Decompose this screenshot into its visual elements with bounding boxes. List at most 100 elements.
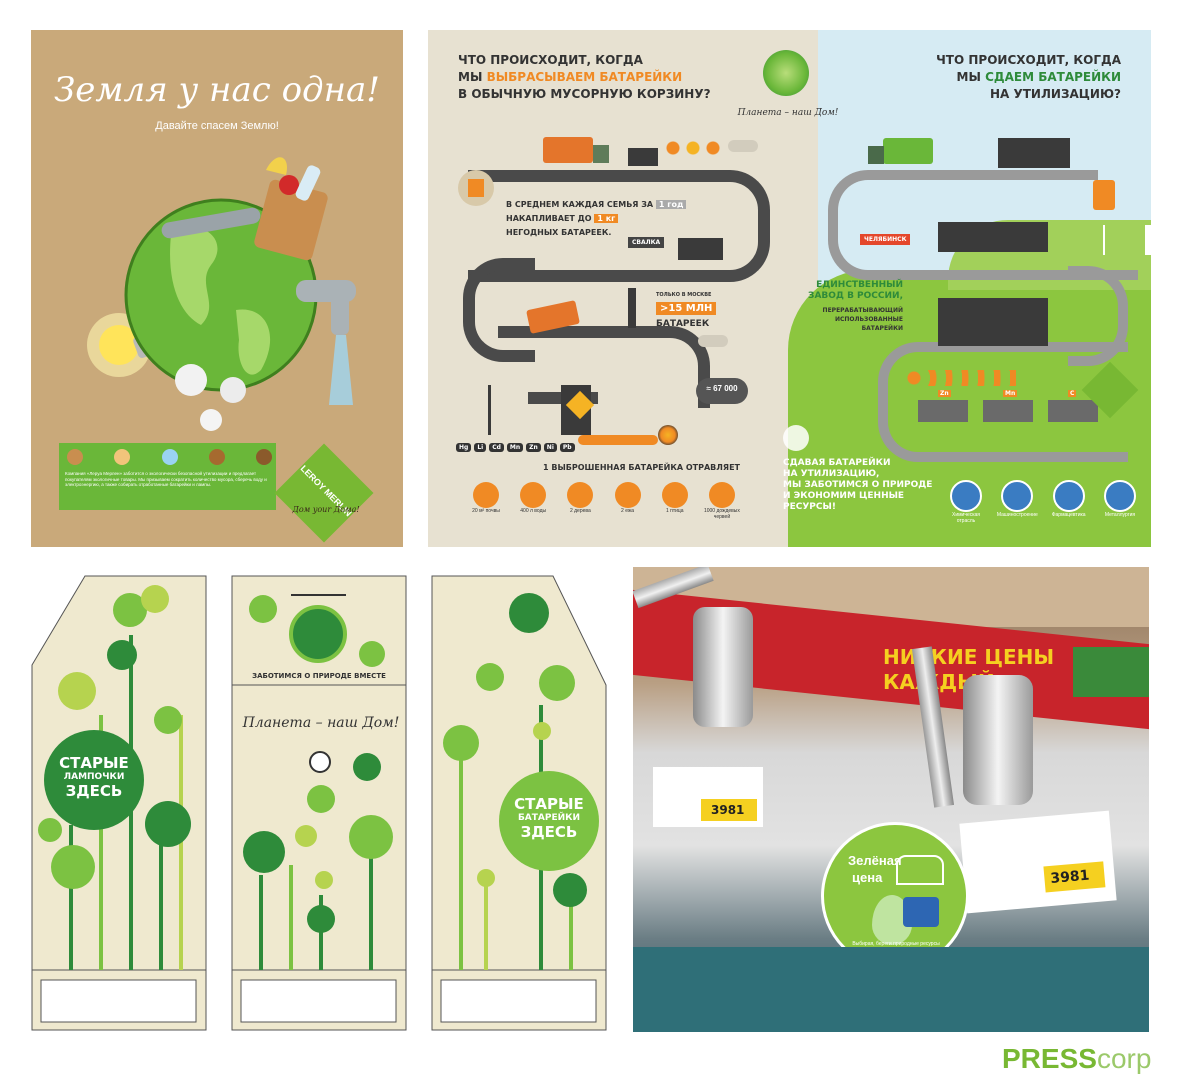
bird-icon (661, 482, 688, 508)
footer-text: Компания «Леруа Мерлен» заботится о экол… (65, 471, 267, 487)
bulbs-line2: ЛАМПОЧКИ (63, 772, 125, 782)
harm-label: 400 л воды (520, 508, 547, 514)
left-title-line1: ЧТО ПРОИСХОДИТ, КОГДА (458, 53, 643, 67)
middle-caption: ЗАБОТИМСЯ О ПРИРОДЕ ВМЕСТЕ (252, 672, 386, 680)
benefit-item: Машиностроение (994, 480, 1040, 524)
batteries-line2: БАТАРЕЙКИ (517, 813, 581, 823)
moscow-label: ТОЛЬКО В МОСКВЕ (656, 292, 712, 298)
globe-icon (307, 905, 335, 933)
presscorp-watermark: PRESScorp (1002, 1043, 1151, 1075)
trees-icon (539, 665, 575, 701)
road-right-2 (828, 230, 1138, 280)
element-chip: Li (474, 443, 487, 452)
faucet-right (963, 675, 1033, 805)
face-icon (114, 449, 131, 465)
recycle-truck (883, 138, 933, 164)
recycle-icon (51, 845, 95, 889)
water-drop-icon (520, 482, 547, 508)
battery-bin-icon (1093, 180, 1115, 210)
million-badge: >15 МЛН (656, 302, 717, 315)
bird-icon (256, 449, 272, 465)
tree-icon (107, 640, 137, 670)
wind-turbines (1103, 225, 1145, 255)
recycle-icon (783, 425, 809, 451)
cfl-bulb-icon (289, 605, 347, 663)
left-title-line3: В ОБЫЧНУЮ МУСОРНУЮ КОРЗИНУ? (458, 87, 711, 101)
cloud (698, 335, 728, 347)
price-left-value: 3981 (711, 803, 745, 817)
cloud (728, 140, 758, 152)
recycling-factory (938, 298, 1048, 346)
harm-label: 2 дерева (569, 508, 591, 514)
batteries-box: СТАРЫЕ БАТАРЕЙКИ ЗДЕСЬ (431, 575, 607, 1031)
truck-mn: Mn (983, 390, 1033, 422)
bicycle-icon (476, 663, 504, 691)
truck-zn: Zn (918, 390, 968, 422)
globe-icon (154, 706, 182, 734)
smile-icon (141, 585, 169, 613)
battery-icon (443, 725, 479, 761)
price-right-value: 3981 (1049, 867, 1091, 887)
poisons-caption: 1 ВЫБРОШЕННАЯ БАТАРЕЙКА ОТРАВЛЯЕТ (543, 463, 740, 472)
footer-icons-row (67, 449, 272, 467)
globe-icon (553, 873, 587, 907)
dead-trees (488, 385, 561, 435)
globe-icon (38, 818, 62, 842)
watermark-bold: PRESS (1002, 1043, 1097, 1074)
harm-item: 2 дерева (558, 482, 602, 520)
battery-infographic: ЧТО ПРОИСХОДИТ, КОГДА МЫ ВЫБРАСЫВАЕМ БАТ… (428, 30, 1151, 547)
garbage-truck-cab (593, 145, 609, 163)
smoke-cloud: ≈ 67 000 (696, 378, 748, 404)
price-tag (701, 799, 757, 821)
banner-line1: НИЗКИЕ ЦЕНЫ (883, 645, 1055, 669)
bulbs-line1: СТАРЫЕ (59, 754, 129, 772)
recycle-icon (359, 641, 385, 667)
element-chip: Mn (506, 443, 524, 452)
harm-label: 1 птица (665, 508, 684, 514)
element-list: Hg Li Cd Mn Zn Ni Pb (456, 443, 575, 452)
harm-item: 1000 дождевых червей (700, 482, 744, 520)
sun-icon (315, 871, 333, 889)
green-price-tag: Зелёная цена Выбирая, береги природные р… (821, 822, 969, 970)
element-chip: Ni (543, 443, 557, 452)
recycle-icon (243, 831, 285, 873)
earth-poster: Земля у нас одна! Давайте спасем Землю! (31, 30, 403, 547)
boxes-bottom (633, 947, 1149, 1032)
factory-title: ЕДИНСТВЕННЫЙ ЗАВОД В РОССИИ, (808, 280, 903, 301)
sun-icon (477, 869, 495, 887)
tag-line2: цена (852, 870, 883, 885)
tag-line1: Зелёная (848, 853, 902, 868)
hose-connector (903, 897, 939, 927)
harm-item: 400 л воды (511, 482, 555, 520)
water-icon (161, 449, 178, 465)
batteries-sign: СТАРЫЕ БАТАРЕЙКИ ЗДЕСЬ (499, 771, 599, 871)
hedgehog-icon (614, 482, 641, 508)
factory-chimney (628, 288, 636, 328)
earth-illustration (87, 157, 356, 431)
trash-bin-icon (458, 170, 494, 206)
truck-c: C (1048, 390, 1098, 422)
price-label-right: 3981 (959, 810, 1117, 914)
fires-count: ≈ 67 000 (706, 384, 738, 393)
brand-slogan: Дом your Дома! (292, 505, 360, 514)
family-text: В СРЕДНЕМ КАЖДАЯ СЕМЬЯ ЗА 1 год НАКАПЛИВ… (506, 198, 726, 240)
middle-logo: Планета – наш Дом! (242, 715, 400, 731)
pills-icon (1052, 480, 1085, 512)
element-chip: Hg (456, 443, 472, 452)
leroy-merlin-logo: LEROY MERLIN (274, 443, 374, 543)
right-title-line2: МЫ СДАЕМ БАТАРЕЙКИ (956, 70, 1121, 84)
benefit-item: Фармацевтика (1046, 480, 1092, 524)
recycle-message: СДАВАЯ БАТАРЕЙКИ НА УТИЛИЗАЦИЮ, МЫ ЗАБОТ… (783, 458, 933, 512)
planet-logo-text: Планета – наш Дом! (737, 108, 839, 118)
harm-row: 20 м² почвы 400 л воды 2 дерева 2 ежа 1 … (464, 482, 744, 520)
dump-label: СВАЛКА (628, 237, 665, 248)
bulbs-line3: ЗДЕСЬ (65, 782, 123, 800)
store-shelf-photo: НИЗКИЕ ЦЕНЫ КАЖДЫЙ 3981 3981 Зелёная цен… (633, 567, 1149, 1032)
poster-title: Земля у нас одна! (54, 70, 380, 110)
trees-orange (663, 140, 723, 160)
right-title-line1: ЧТО ПРОИСХОДИТ, КОГДА (936, 53, 1121, 67)
oil-pump-icon (1103, 480, 1136, 512)
right-title-line3: НА УТИЛИЗАЦИЮ? (989, 87, 1121, 101)
benefit-row: Химическая отрасль Машиностроение Фармац… (943, 480, 1143, 524)
harm-label: 20 м² почвы (472, 508, 500, 514)
